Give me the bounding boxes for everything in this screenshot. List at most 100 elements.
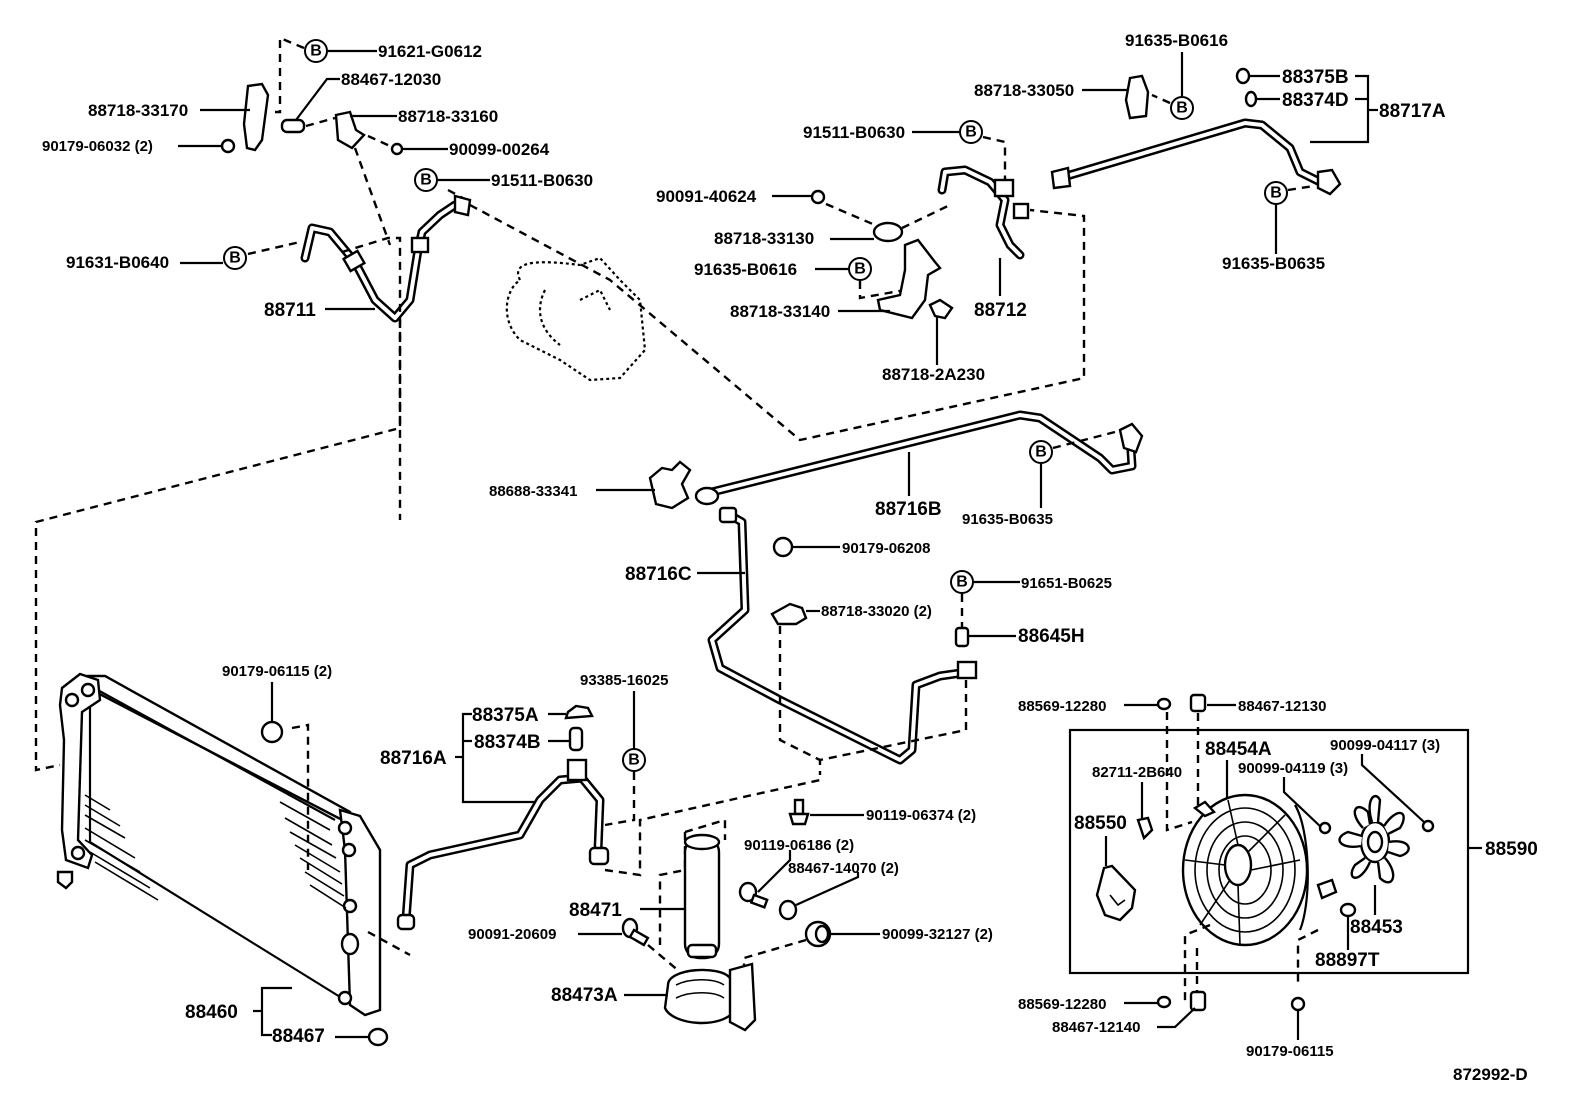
ref-b-91635-c[interactable]: B (1264, 181, 1288, 205)
label-91621-G0612[interactable]: 91621-G0612 (378, 42, 482, 61)
label-88374B[interactable]: 88374B (474, 732, 541, 753)
label-88717A[interactable]: 88717A (1379, 101, 1446, 122)
label-88467[interactable]: 88467 (272, 1026, 325, 1047)
label-90179-06115-b[interactable]: 90179-06115 (1246, 1043, 1334, 1060)
ref-b-93385[interactable]: B (622, 748, 646, 772)
label-90119-06374[interactable]: 90119-06374 (2) (866, 807, 976, 824)
nut-88897T[interactable] (1339, 902, 1357, 918)
clip-88569-12280-a[interactable] (1156, 697, 1172, 711)
clip-82711-2B640[interactable] (1136, 816, 1154, 841)
label-91635-B0635-b[interactable]: 91635-B0635 (962, 511, 1053, 528)
nut-90179-06115-a[interactable] (260, 720, 284, 744)
label-88688-33341[interactable]: 88688-33341 (489, 483, 577, 500)
bolt-90091-40624[interactable] (810, 189, 826, 205)
pipe-88716A[interactable] (401, 773, 605, 925)
label-88718-2A230[interactable]: 88718-2A230 (882, 365, 985, 384)
label-90179-06115-a[interactable]: 90179-06115 (2) (222, 663, 332, 680)
receiver-dryer-88471[interactable] (683, 833, 721, 960)
label-91511-B0630-a[interactable]: 91511-B0630 (491, 171, 593, 190)
label-88718-33130[interactable]: 88718-33130 (714, 229, 814, 248)
fan-blade-88453[interactable] (1338, 794, 1410, 884)
cap-88375A[interactable] (564, 704, 594, 720)
nut-88467-12130[interactable] (1189, 693, 1207, 713)
label-88718-33170[interactable]: 88718-33170 (88, 101, 188, 120)
label-90099-32127[interactable]: 90099-32127 (2) (882, 926, 993, 943)
label-91635-B0616-a[interactable]: 91635-B0616 (1125, 31, 1228, 50)
label-90179-06032[interactable]: 90179-06032 (2) (42, 138, 153, 155)
label-88645H[interactable]: 88645H (1018, 626, 1085, 647)
label-88712[interactable]: 88712 (974, 300, 1027, 321)
label-88454A[interactable]: 88454A (1205, 739, 1272, 760)
clamp-88718-33130[interactable] (872, 221, 904, 243)
label-88716A[interactable]: 88716A (380, 748, 447, 769)
o-ring-88375B[interactable] (1235, 67, 1251, 85)
clamp-88718-33020[interactable] (770, 602, 808, 626)
valve-core-88374B[interactable] (568, 726, 584, 752)
nut-90179-06115-b[interactable] (1290, 996, 1306, 1012)
nut-90179-06208[interactable] (772, 536, 794, 558)
label-88374D[interactable]: 88374D (1282, 90, 1349, 111)
label-88718-33160[interactable]: 88718-33160 (398, 107, 498, 126)
label-91631-B0640[interactable]: 91631-B0640 (66, 253, 169, 272)
label-90091-20609[interactable]: 90091-20609 (468, 926, 556, 943)
bracket-88688-33341[interactable] (648, 460, 692, 510)
label-90091-40624[interactable]: 90091-40624 (656, 187, 757, 206)
label-93385-16025[interactable]: 93385-16025 (580, 672, 668, 689)
grommet-88467-12030[interactable] (280, 118, 306, 134)
nut-88467-12140[interactable] (1189, 990, 1207, 1012)
label-88467-12130[interactable]: 88467-12130 (1238, 698, 1326, 715)
label-90099-04119[interactable]: 90099-04119 (3) (1238, 760, 1348, 777)
label-91651-B0625[interactable]: 91651-B0625 (1021, 575, 1112, 592)
label-88569-12280-a[interactable]: 88569-12280 (1018, 698, 1106, 715)
label-88718-33140[interactable]: 88718-33140 (730, 302, 830, 321)
bushing-90099-32127[interactable] (804, 920, 832, 948)
label-88569-12280-b[interactable]: 88569-12280 (1018, 996, 1106, 1013)
bolt-90091-20609[interactable] (621, 917, 650, 947)
label-88718-33020[interactable]: 88718-33020 (2) (821, 603, 932, 620)
label-91635-B0635-a[interactable]: 91635-B0635 (1222, 254, 1325, 273)
ref-b-91511-b[interactable]: B (959, 120, 983, 144)
clip-88718-2A230[interactable] (928, 298, 954, 320)
bolt-90119-06374[interactable] (788, 798, 810, 826)
label-91511-B0630-b[interactable]: 91511-B0630 (803, 123, 905, 142)
label-88460[interactable]: 88460 (185, 1002, 238, 1023)
label-88375A[interactable]: 88375A (472, 705, 539, 726)
label-90119-06186[interactable]: 90119-06186 (2) (744, 837, 854, 854)
label-88375B[interactable]: 88375B (1282, 67, 1349, 88)
nut-90179-06032[interactable] (220, 138, 236, 154)
pipe-88716B[interactable] (707, 410, 1137, 497)
label-88467-14070[interactable]: 88467-14070 (2) (788, 860, 899, 877)
ref-b-91621[interactable]: B (304, 39, 328, 63)
pipe-88717A[interactable] (1055, 118, 1325, 187)
label-88716B[interactable]: 88716B (875, 499, 942, 520)
clip-88718-33050[interactable] (1124, 74, 1150, 120)
label-88471[interactable]: 88471 (569, 900, 622, 921)
bolt-90099-00264[interactable] (390, 142, 404, 156)
screw-90099-04119[interactable] (1318, 821, 1332, 835)
label-88716C[interactable]: 88716C (625, 564, 692, 585)
label-88711[interactable]: 88711 (264, 300, 316, 321)
label-90099-04117[interactable]: 90099-04117 (3) (1330, 737, 1440, 754)
label-88550[interactable]: 88550 (1074, 813, 1127, 834)
screw-90099-04117[interactable] (1421, 819, 1435, 833)
condenser-88460[interactable] (56, 672, 382, 1017)
fan-shroud-88454A[interactable] (1181, 793, 1338, 947)
bracket-88473A[interactable] (663, 962, 757, 1032)
label-88897T[interactable]: 88897T (1315, 950, 1380, 971)
label-82711-2B640[interactable]: 82711-2B640 (1092, 764, 1182, 781)
grommet-88467-14070[interactable] (778, 899, 798, 921)
wire-harness-88550[interactable] (1095, 864, 1137, 922)
bracket-88718-33140[interactable] (876, 238, 942, 320)
ref-b-91635-d[interactable]: B (1029, 440, 1053, 464)
bolt-90119-06186[interactable] (738, 881, 769, 909)
o-ring-88374D[interactable] (1244, 90, 1258, 108)
label-88590[interactable]: 88590 (1485, 839, 1538, 860)
ref-b-91651[interactable]: B (950, 570, 974, 594)
bracket-88718-33160[interactable] (334, 110, 366, 150)
label-91635-B0616-b[interactable]: 91635-B0616 (694, 260, 797, 279)
label-88473A[interactable]: 88473A (551, 985, 618, 1006)
pressure-switch-88645H[interactable] (954, 626, 970, 648)
label-88718-33050[interactable]: 88718-33050 (974, 81, 1074, 100)
label-88453[interactable]: 88453 (1350, 917, 1403, 938)
ref-b-91631[interactable]: B (223, 246, 247, 270)
